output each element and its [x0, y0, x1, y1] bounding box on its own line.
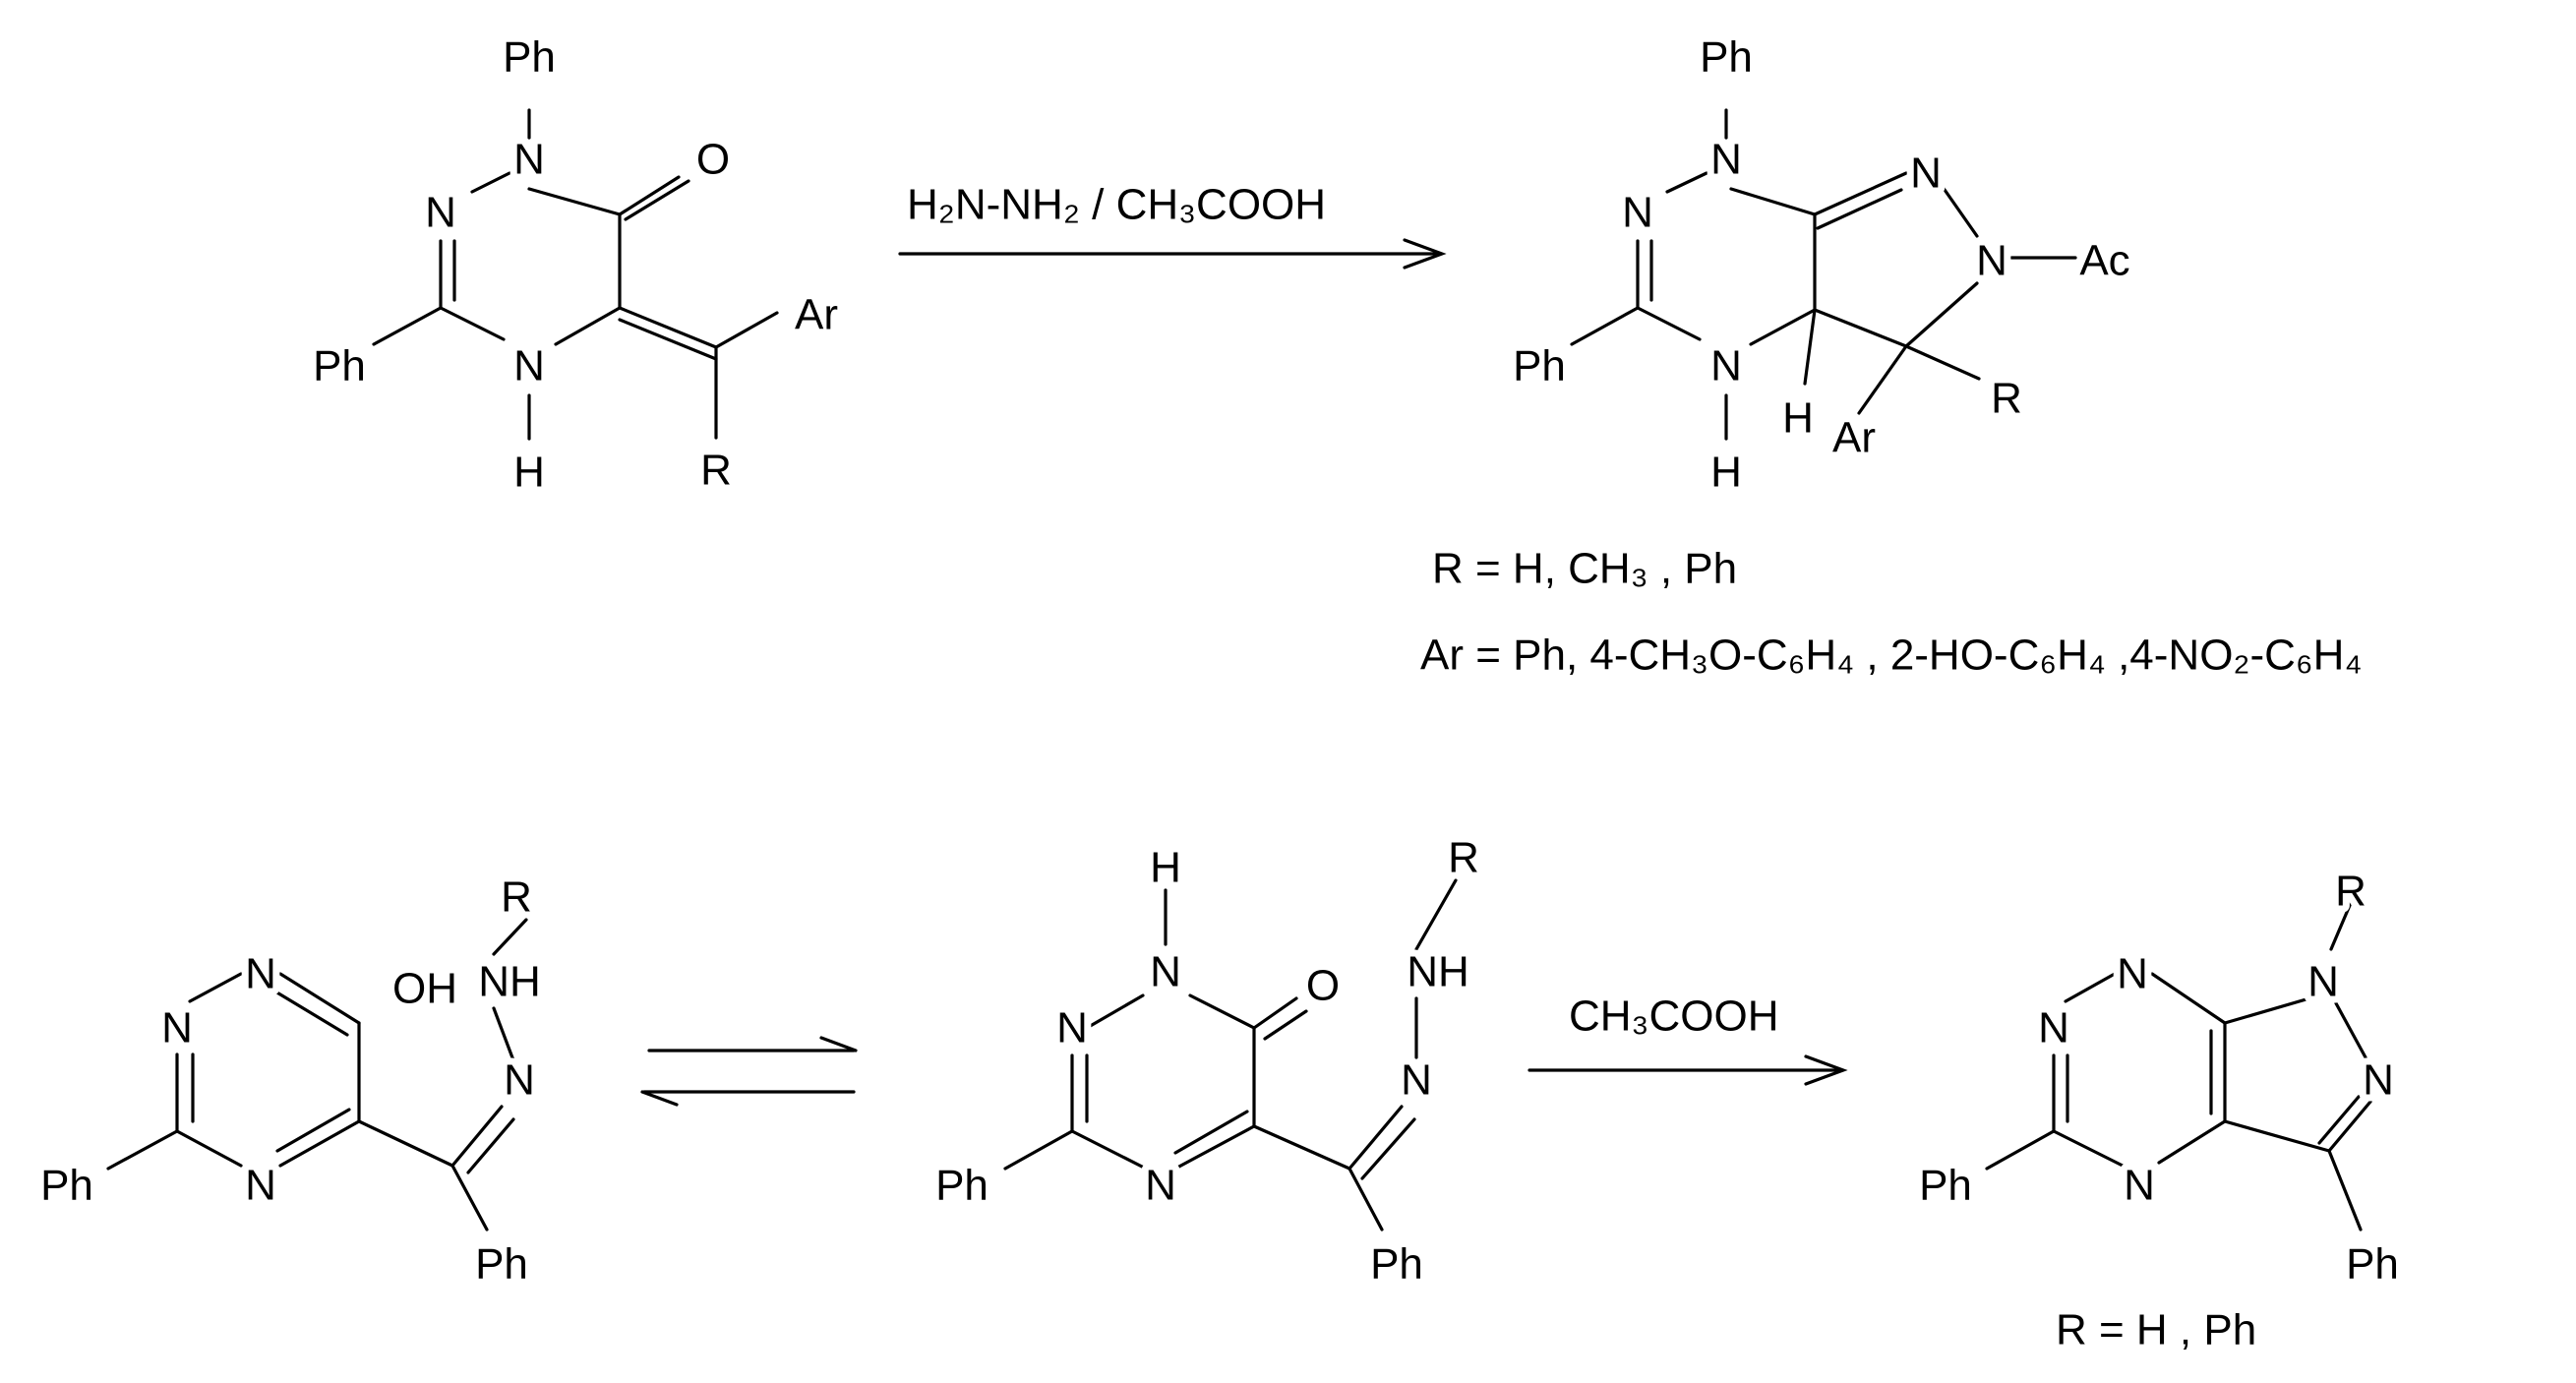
- n-label: N: [513, 136, 545, 184]
- n-label: N: [1622, 189, 1653, 237]
- n-label: N: [2124, 1162, 2155, 1210]
- n-label: N: [1710, 342, 1742, 391]
- starting-triazinone-structure: [372, 108, 779, 441]
- o-label: O: [696, 136, 730, 184]
- n-label: N: [1401, 1056, 1432, 1105]
- equilibrium-arrows: [640, 1036, 858, 1107]
- hydroxy-tautomer-structure: [106, 918, 528, 1232]
- ph-label: Ph: [40, 1162, 93, 1210]
- r-substituent-note: R = H, CH₃ , Ph: [1432, 545, 1737, 593]
- r-substituent-note: R = H , Ph: [2056, 1306, 2256, 1354]
- triazinone-hydrazone-structure: [1003, 878, 1458, 1232]
- n-label: N: [245, 950, 276, 998]
- r-label: R: [1991, 375, 2022, 423]
- ar-label: Ar: [795, 291, 838, 339]
- h-label: H: [1782, 394, 1814, 443]
- n-label: N: [1710, 136, 1742, 184]
- n-label: N: [245, 1162, 276, 1210]
- r-label: R: [700, 447, 732, 495]
- n-label: N: [1056, 1004, 1088, 1052]
- r-label: R: [501, 873, 532, 922]
- n-label: N: [1145, 1162, 1176, 1210]
- oh-label: OH: [392, 965, 457, 1013]
- n-label: N: [513, 342, 545, 391]
- ph-label: Ph: [1919, 1162, 1972, 1210]
- h-label: H: [1710, 449, 1742, 497]
- h-label: H: [513, 449, 545, 497]
- r-label: R: [2335, 868, 2366, 916]
- n-label: N: [2307, 958, 2339, 1006]
- reagent-label: H₂N-NH₂ / CH₃COOH: [907, 181, 1326, 229]
- reaction-arrow: [898, 238, 1447, 270]
- o-label: O: [1306, 962, 1340, 1010]
- ph-label: Ph: [1370, 1240, 1423, 1289]
- r-label: R: [1448, 834, 1479, 882]
- ph-label: Ph: [475, 1240, 528, 1289]
- ph-label: Ph: [1700, 33, 1753, 82]
- n-label: N: [1976, 237, 2007, 285]
- n-label: N: [161, 1004, 193, 1052]
- n-label: N: [504, 1056, 535, 1105]
- n-label: N: [425, 189, 456, 237]
- pyrazolotriazine-product-structure: [1985, 901, 2372, 1232]
- h-label: H: [1150, 844, 1181, 892]
- ph-label: Ph: [313, 342, 366, 391]
- n-label: N: [2038, 1004, 2069, 1052]
- nh-label: NH: [478, 958, 541, 1006]
- n-label: N: [1150, 948, 1181, 996]
- ph-label: Ph: [2346, 1240, 2399, 1289]
- ph-label: Ph: [503, 33, 556, 82]
- ar-label: Ar: [1832, 414, 1876, 462]
- reagent-label: CH₃COOH: [1569, 992, 1778, 1041]
- n-label: N: [1910, 150, 1942, 198]
- n-label: N: [2117, 950, 2148, 998]
- reaction-arrow: [1528, 1054, 1848, 1086]
- nh-label: NH: [1407, 948, 1469, 996]
- n-label: N: [2363, 1056, 2394, 1105]
- pyrazolo-triazine-product-structure: [1570, 108, 2077, 441]
- ph-label: Ph: [935, 1162, 988, 1210]
- ac-label: Ac: [2079, 237, 2129, 285]
- ph-label: Ph: [1513, 342, 1566, 391]
- ar-substituent-note: Ar = Ph, 4-CH₃O-C₆H₄ , 2-HO-C₆H₄ ,4-NO₂-…: [1420, 631, 2362, 680]
